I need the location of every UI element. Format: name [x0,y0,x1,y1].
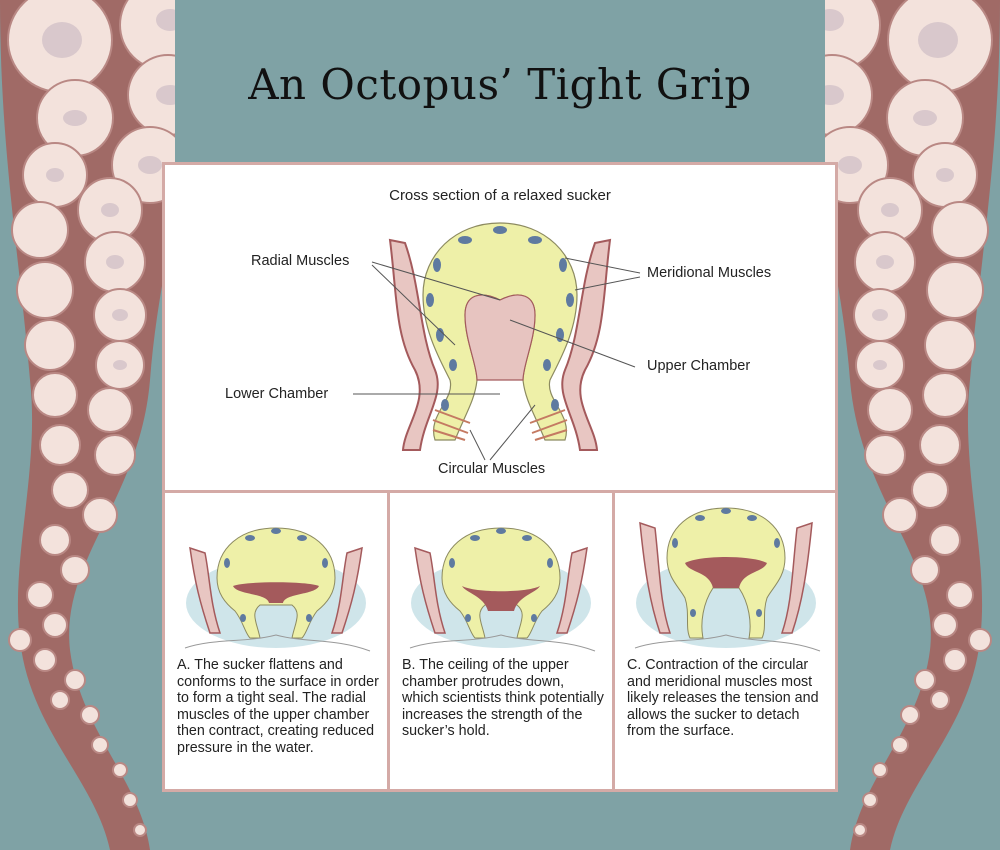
cross-section-caption: Cross section of a relaxed sucker [389,187,611,204]
step-b-sucker-illustration [409,527,596,652]
step-a-sucker-illustration [184,527,371,652]
step-a-panel: A. The sucker flattens and conforms to t… [165,493,390,789]
label-upper-chamber: Upper Chamber [647,358,751,374]
label-circular-muscles: Circular Muscles [438,461,546,477]
step-a-description: A. The sucker flattens and conforms to t… [177,657,379,756]
relaxed-sucker-cross-section-illustration [353,222,641,461]
step-b-panel: B. The ceiling of the upper chamber prot… [390,493,615,789]
page-title: An Octopus’ Tight Grip [248,60,752,109]
label-lower-chamber: Lower Chamber [225,386,329,402]
step-b-description: B. The ceiling of the upper chamber prot… [402,657,604,739]
step-c-description: C. Contraction of the circular and merid… [627,657,819,739]
label-meridional-muscles: Meridional Muscles [647,265,772,281]
right-octopus-arm-illustration [825,0,1000,850]
relaxed-sucker-panel: Cross section of a relaxed sucker [165,165,835,493]
step-c-panel: C. Contraction of the circular and merid… [615,493,837,789]
step-c-sucker-illustration [634,507,821,652]
label-radial-muscles: Radial Muscles [251,253,350,269]
diagram-frame: Cross section of a relaxed sucker [162,162,838,792]
sucker-steps-row: A. The sucker flattens and conforms to t… [165,493,835,789]
left-octopus-arm-illustration [0,0,175,850]
